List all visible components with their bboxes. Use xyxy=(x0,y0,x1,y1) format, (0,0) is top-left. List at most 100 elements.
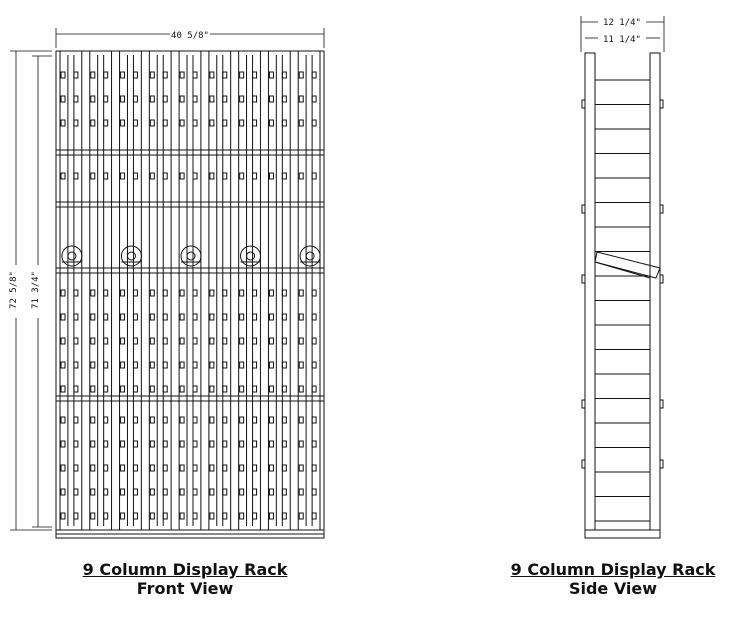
front-cradle-tab xyxy=(222,337,228,345)
front-cradle-tab xyxy=(239,119,245,127)
front-cradle-tab xyxy=(252,95,258,103)
front-cradle-tab xyxy=(192,289,198,297)
front-cradle-tab xyxy=(192,512,198,520)
front-cradle-tab xyxy=(103,172,109,180)
front-cradle-tab xyxy=(281,119,287,127)
front-cradle-tab xyxy=(222,361,228,369)
front-cradle-tab xyxy=(209,289,215,297)
front-cradle-tab xyxy=(222,440,228,448)
front-cradle-tab xyxy=(120,385,126,393)
front-cradle-tab xyxy=(132,71,138,79)
front-cradle-tab xyxy=(298,119,304,127)
front-cradle-tab xyxy=(73,71,79,79)
front-cradle-tab xyxy=(268,416,274,424)
front-cradle-tab xyxy=(209,361,215,369)
front-cradle-tab xyxy=(298,361,304,369)
front-cradle-tab xyxy=(103,337,109,345)
front-cradle-tab xyxy=(90,119,96,127)
front-cradle-tab xyxy=(209,488,215,496)
front-cradle-tab xyxy=(179,416,185,424)
front-cradle-tab xyxy=(239,172,245,180)
front-height-inner-dimension: 71 3/4" xyxy=(31,271,41,309)
front-cradle-tab xyxy=(239,416,245,424)
front-cradle-tab xyxy=(179,361,185,369)
front-cradle-tab xyxy=(120,119,126,127)
side-display-shelf xyxy=(594,261,651,279)
front-cradle-tab xyxy=(73,385,79,393)
front-cradle-tab xyxy=(132,289,138,297)
front-cradle-tab xyxy=(311,172,317,180)
front-cradle-tab xyxy=(132,416,138,424)
side-bracket xyxy=(581,99,586,109)
side-inner-depth-dimension: 11 1/4" xyxy=(603,35,641,45)
front-cradle-tab xyxy=(60,488,66,496)
front-cradle-tab xyxy=(73,361,79,369)
side-bracket xyxy=(659,274,664,284)
front-cradle-tab xyxy=(209,71,215,79)
front-cradle-tab xyxy=(132,440,138,448)
front-cradle-tab xyxy=(281,337,287,345)
front-cradle-tab xyxy=(60,361,66,369)
display-bottle-neck-icon xyxy=(305,251,315,261)
front-cradle-tab xyxy=(281,361,287,369)
front-cradle-tab xyxy=(162,172,168,180)
front-height-outer-dimension: 72 5/8" xyxy=(9,271,19,309)
front-cradle-tab xyxy=(90,385,96,393)
front-cradle-tab xyxy=(268,71,274,79)
front-cradle-tab xyxy=(298,464,304,472)
front-cradle-tab xyxy=(252,512,258,520)
side-bracket xyxy=(581,399,586,409)
side-bracket xyxy=(659,204,664,214)
front-cradle-tab xyxy=(239,488,245,496)
side-view-drawing xyxy=(581,52,664,539)
front-cradle-tab xyxy=(209,313,215,321)
front-cradle-tab xyxy=(179,172,185,180)
front-cradle-tab xyxy=(149,337,155,345)
front-cradle-tab xyxy=(281,512,287,520)
front-cradle-tab xyxy=(179,313,185,321)
front-cradle-tab xyxy=(120,95,126,103)
front-cradle-tab xyxy=(298,440,304,448)
side-bracket xyxy=(659,459,664,469)
front-cradle-tab xyxy=(73,416,79,424)
front-cradle-tab xyxy=(252,289,258,297)
front-cradle-tab xyxy=(298,95,304,103)
front-cradle-tab xyxy=(298,512,304,520)
front-cradle-tab xyxy=(149,385,155,393)
display-bottle-icon xyxy=(240,245,262,267)
display-bottle-icon xyxy=(120,245,142,267)
front-cradle-tab xyxy=(73,488,79,496)
front-cradle-tab xyxy=(60,289,66,297)
front-cradle-tab xyxy=(90,488,96,496)
front-cradle-tab xyxy=(120,172,126,180)
front-cradle-tab xyxy=(222,313,228,321)
front-cradle-tab xyxy=(149,119,155,127)
front-cradle-tab xyxy=(252,385,258,393)
front-cradle-tab xyxy=(311,416,317,424)
front-cradle-tab xyxy=(162,464,168,472)
front-cradle-tab xyxy=(103,289,109,297)
front-cradle-tab xyxy=(73,95,79,103)
front-cradle-tab xyxy=(132,119,138,127)
front-cradle-tab xyxy=(281,289,287,297)
front-cradle-tab xyxy=(239,361,245,369)
display-bottle-icon xyxy=(61,245,83,267)
front-cradle-tab xyxy=(192,71,198,79)
side-caption-title: 9 Column Display Rack xyxy=(510,560,716,579)
front-cradle-tab xyxy=(73,313,79,321)
front-cradle-tab xyxy=(298,172,304,180)
front-cradle-tab xyxy=(90,172,96,180)
front-cradle-tab xyxy=(209,172,215,180)
display-bottle-neck-icon xyxy=(246,251,256,261)
front-cradle-tab xyxy=(162,416,168,424)
front-cradle-tab xyxy=(103,95,109,103)
front-cradle-tab xyxy=(239,313,245,321)
front-cradle-tab xyxy=(192,416,198,424)
front-cradle-tab xyxy=(132,488,138,496)
front-cradle-tab xyxy=(311,313,317,321)
front-cradle-tab xyxy=(162,119,168,127)
front-cradle-tab xyxy=(311,488,317,496)
front-cradle-tab xyxy=(239,385,245,393)
front-cradle-tab xyxy=(60,416,66,424)
front-cradle-tab xyxy=(162,337,168,345)
